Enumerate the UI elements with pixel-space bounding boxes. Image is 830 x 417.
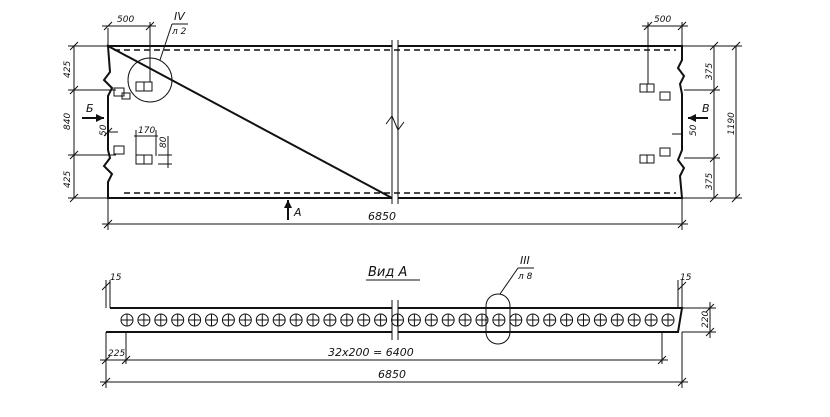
dim-thickness-label: 220 bbox=[701, 311, 711, 328]
dim-overall-length-view-label: 6850 bbox=[378, 368, 406, 381]
dim-offset-left-label: 50 bbox=[99, 124, 109, 136]
view-hole-row bbox=[120, 313, 675, 327]
node-iii-sheet: л 8 bbox=[517, 272, 533, 282]
dim-end-left-label: 15 bbox=[110, 273, 122, 283]
dim-middle: 840 bbox=[63, 113, 73, 130]
dim-left-chain: 425 840 425 bbox=[63, 41, 116, 203]
dim-overall-length-view: 6850 bbox=[100, 332, 688, 388]
hole bbox=[593, 313, 607, 327]
hole bbox=[458, 313, 472, 327]
hole bbox=[610, 313, 624, 327]
hole bbox=[272, 313, 286, 327]
hole bbox=[661, 313, 675, 327]
plan-callout-node-iv: IV л 2 bbox=[127, 10, 188, 103]
hole bbox=[255, 313, 269, 327]
hole bbox=[560, 313, 574, 327]
hole bbox=[644, 313, 658, 327]
plan-detail-loop: 170 80 bbox=[134, 126, 172, 168]
dim-offset-left: 50 bbox=[99, 124, 118, 137]
plan-loop-right-top bbox=[639, 83, 655, 93]
hole bbox=[205, 313, 218, 327]
dim-overall-height-label: 1190 bbox=[727, 112, 737, 135]
side-view-a: Вид А III л 8 15 15 bbox=[100, 254, 716, 388]
plan-view: IV л 2 500 500 425 840 bbox=[63, 10, 742, 230]
dim-top-left: 500 bbox=[102, 15, 156, 82]
dim-width-left: 500 bbox=[117, 15, 134, 25]
hole bbox=[238, 313, 252, 327]
hole bbox=[221, 313, 235, 327]
plan-break-line bbox=[385, 40, 405, 204]
dim-offset-label: 225 bbox=[108, 349, 125, 359]
dim-top-right: 500 bbox=[642, 15, 688, 84]
view-slab-outline bbox=[106, 307, 684, 333]
dim-side-right-bottom: 375 bbox=[705, 173, 715, 190]
plan-stub-left-mid bbox=[121, 92, 131, 100]
dim-spacing-chain: 225 32х200 = 6400 bbox=[100, 332, 668, 388]
dim-side-right-top: 375 bbox=[705, 63, 715, 80]
dim-offset-right-label: 50 bbox=[689, 124, 699, 136]
node-iii-label: III bbox=[520, 254, 530, 267]
hole bbox=[323, 313, 337, 327]
view-v-label: В bbox=[702, 102, 710, 115]
dim-right-chain: 375 375 bbox=[682, 41, 720, 203]
view-a-title: Вид А bbox=[368, 265, 407, 280]
dim-offset-right: 50 bbox=[672, 124, 699, 136]
view-a-label: А bbox=[293, 206, 302, 219]
hole bbox=[543, 313, 557, 327]
hole bbox=[306, 313, 320, 327]
dim-width-right: 500 bbox=[654, 15, 671, 25]
hole bbox=[289, 313, 303, 327]
plan-stub-left-top bbox=[113, 87, 125, 97]
view-arrow-v: В bbox=[688, 102, 710, 122]
hole bbox=[424, 313, 438, 327]
plan-slab-outline bbox=[102, 44, 686, 199]
hole bbox=[340, 313, 354, 327]
node-iv-sheet: л 2 bbox=[171, 27, 187, 37]
plan-stub-right-top bbox=[659, 91, 671, 101]
dim-end-right: 15 bbox=[677, 273, 692, 308]
dim-edge-bottom: 425 bbox=[63, 171, 73, 188]
plan-stub-left-bottom bbox=[113, 145, 125, 155]
view-callout-node-iii: III л 8 bbox=[485, 254, 534, 345]
dim-thickness: 220 bbox=[682, 302, 716, 338]
plan-loop-left-top bbox=[135, 81, 153, 92]
hole bbox=[627, 313, 641, 327]
dim-edge-top: 425 bbox=[63, 61, 73, 78]
hole bbox=[120, 313, 134, 327]
dim-overall-height: 1190 bbox=[714, 41, 742, 203]
plan-loop-left-bottom bbox=[135, 154, 153, 165]
plan-stub-right-bottom bbox=[659, 147, 671, 157]
dim-overall-length-plan-label: 6850 bbox=[368, 210, 396, 223]
hole bbox=[526, 313, 540, 327]
hole bbox=[171, 313, 185, 327]
hole bbox=[374, 313, 388, 327]
dim-end-right-label: 15 bbox=[680, 273, 692, 283]
hole bbox=[407, 313, 421, 327]
hole bbox=[577, 313, 590, 327]
plan-loop-right-bottom bbox=[639, 154, 655, 164]
hole bbox=[492, 313, 506, 327]
hole bbox=[441, 313, 455, 327]
view-arrow-a: А bbox=[284, 200, 302, 220]
dim-overall-length-plan: 6850 bbox=[102, 198, 688, 230]
dim-spacing-label: 32х200 = 6400 bbox=[328, 346, 414, 359]
hole bbox=[188, 313, 202, 327]
dim-detail-width: 170 bbox=[138, 126, 155, 136]
view-arrow-b: Б bbox=[82, 102, 104, 122]
hole bbox=[137, 313, 151, 327]
dim-detail-height: 80 bbox=[159, 136, 169, 148]
hole bbox=[391, 313, 404, 327]
view-b-label: Б bbox=[86, 102, 94, 115]
hole bbox=[509, 313, 523, 327]
hole bbox=[357, 313, 371, 327]
dim-end-left: 15 bbox=[101, 273, 122, 308]
hole bbox=[154, 313, 168, 327]
node-iv-label: IV bbox=[174, 10, 186, 23]
